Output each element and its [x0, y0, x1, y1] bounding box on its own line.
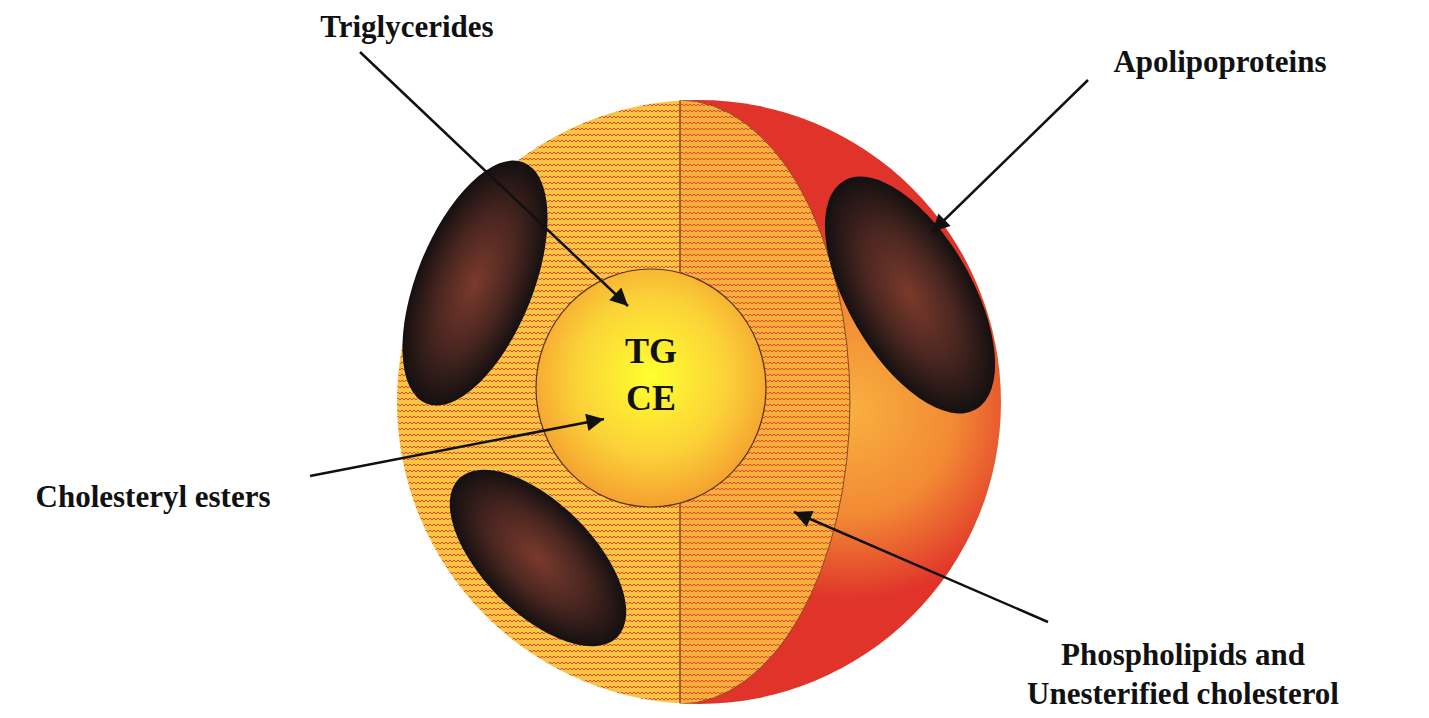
- core-abbreviation: CE: [626, 375, 676, 422]
- leader-line: [310, 419, 604, 476]
- part-label: Triglycerides: [320, 8, 493, 47]
- core-shape: [536, 269, 766, 507]
- apolipoprotein: [790, 150, 1029, 441]
- core-abbreviation: TG: [625, 328, 677, 375]
- leader-line: [360, 52, 628, 306]
- core-circle: TGCE: [535, 268, 767, 508]
- leader-line: [932, 80, 1088, 232]
- part-label: Phospholipids and Unesterified cholester…: [988, 636, 1378, 714]
- part-label: Cholesteryl esters: [36, 478, 271, 517]
- part-label: Apolipoproteins: [1113, 43, 1326, 82]
- leader-line: [794, 512, 1048, 622]
